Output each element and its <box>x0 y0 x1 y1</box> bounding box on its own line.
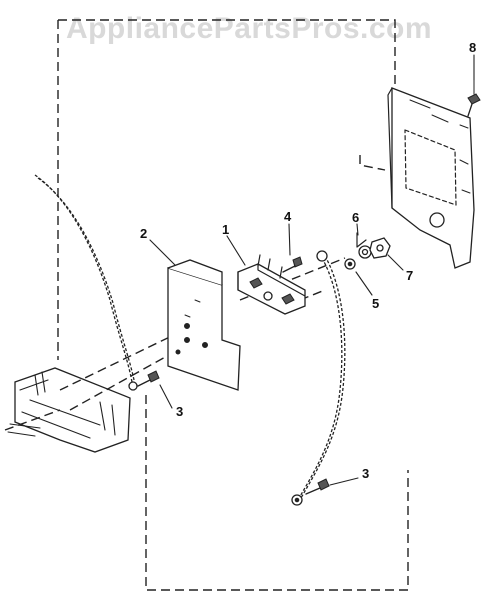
terminal-block-part-1 <box>237 254 306 315</box>
alignment-line-2 <box>69 345 186 411</box>
screw-8 <box>467 79 481 117</box>
ground-wire-left-b <box>37 177 136 386</box>
screw-4 <box>282 256 303 273</box>
callout-3-bottom: 3 <box>362 466 369 481</box>
callout-5: 5 <box>372 296 379 311</box>
ring-terminal <box>316 250 328 262</box>
watermark-text: AppliancePartsPros.com <box>65 12 433 45</box>
panel-outline-dashed <box>57 19 409 591</box>
callout-2: 2 <box>140 226 147 241</box>
callout-6: 6 <box>352 210 359 225</box>
callout-1: 1 <box>222 222 229 237</box>
ground-wire-right <box>297 257 343 501</box>
screw-3-left <box>128 370 160 391</box>
callout-7: 7 <box>406 268 413 283</box>
hardware-5-6-7 <box>344 232 391 270</box>
mounting-bracket <box>387 87 475 269</box>
mounting-plate-part-2 <box>167 259 241 391</box>
callout-3-left: 3 <box>176 404 183 419</box>
alignment-line-1 <box>59 331 181 391</box>
ground-wire-right-b <box>300 255 346 499</box>
callout-8: 8 <box>469 40 476 55</box>
ground-wire-left <box>34 174 133 383</box>
alignment-line-3 <box>4 409 61 431</box>
screw-3-bottom <box>291 478 330 506</box>
left-bracket <box>7 367 131 453</box>
leader-lines <box>149 54 475 486</box>
callout-4: 4 <box>284 209 292 224</box>
